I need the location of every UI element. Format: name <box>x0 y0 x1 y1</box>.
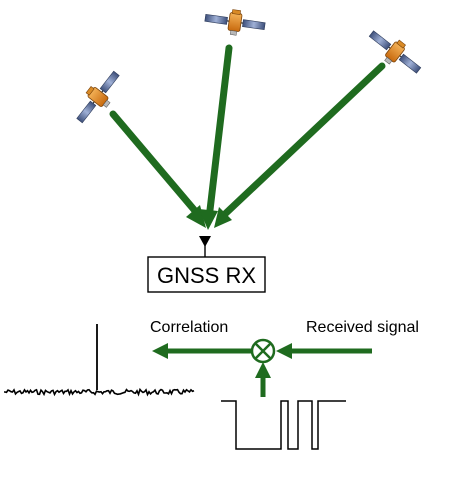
received-signal-arrow <box>276 343 372 359</box>
received-signal-label: Received signal <box>306 319 419 336</box>
correlation-output-arrow <box>152 343 251 359</box>
signal-arrow-left <box>109 110 200 216</box>
prn-code-waveform <box>221 400 346 450</box>
signal-arrow-right <box>221 62 386 218</box>
replica-input-arrow <box>255 362 271 397</box>
correlation-label: Correlation <box>150 319 228 336</box>
multiplier-icon <box>250 338 276 364</box>
gnss-receiver-box: GNSS RX <box>147 256 266 293</box>
satellite-icon <box>202 5 267 40</box>
signal-arrowhead-middle <box>199 209 218 230</box>
satellite-signal-arrows <box>109 44 386 230</box>
receiver-label: GNSS RX <box>157 263 256 288</box>
antenna-icon <box>199 236 211 257</box>
signal-arrowhead-right <box>214 207 232 228</box>
correlation-plot <box>4 324 195 397</box>
signal-arrow-middle <box>206 44 233 214</box>
